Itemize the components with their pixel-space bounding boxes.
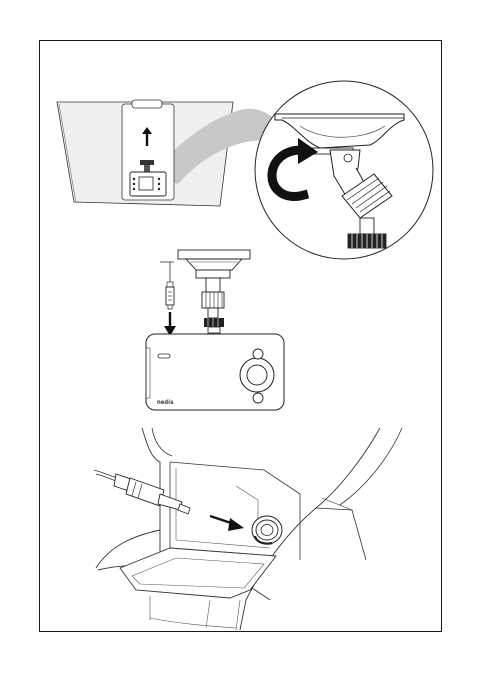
zoom-detail-circle — [255, 81, 433, 259]
led-bottom — [253, 393, 263, 403]
step3-car-interior — [96, 428, 402, 630]
mount-knob-step2 — [202, 292, 224, 308]
car-power-socket — [252, 516, 282, 544]
step2-mount-assembly — [178, 250, 250, 333]
car-charger-plug — [94, 470, 190, 514]
brand-logo: nedis — [157, 400, 174, 406]
dash-camera-body: nedis — [146, 334, 284, 410]
led-top — [253, 349, 263, 359]
camera-on-windshield — [122, 100, 174, 200]
arrow-down-icon — [164, 312, 176, 336]
arrow-right-icon — [210, 516, 244, 531]
power-cable-plug — [160, 262, 174, 309]
camera-lens — [240, 358, 274, 392]
